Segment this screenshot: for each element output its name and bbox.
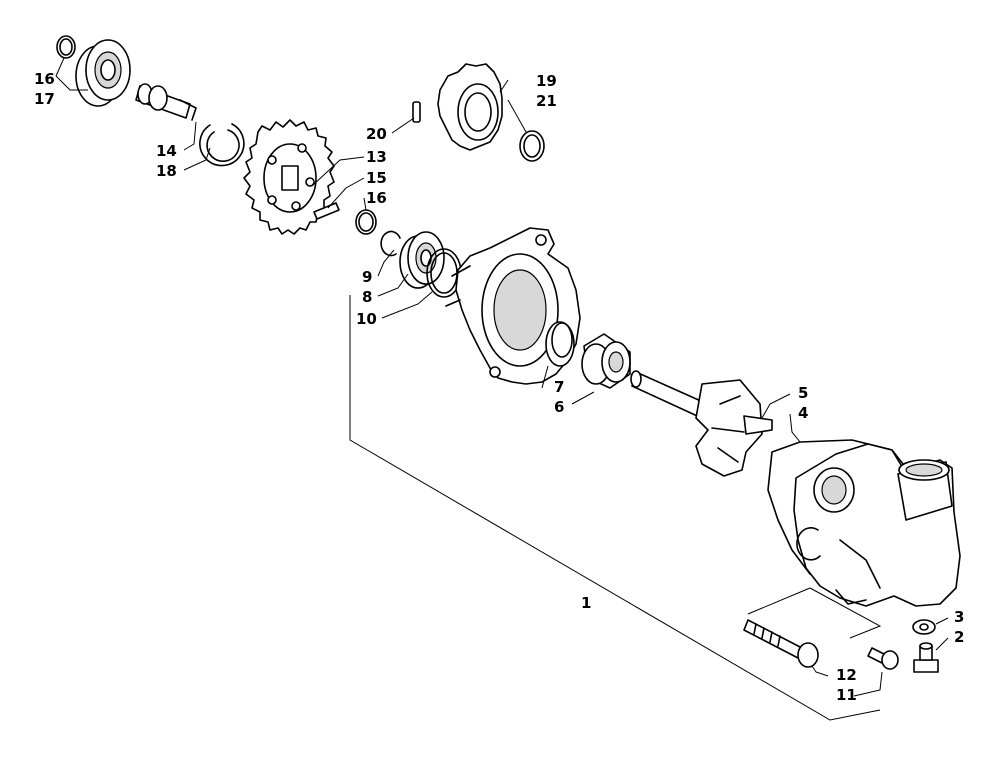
callout-15: 15	[366, 169, 387, 187]
seal-ring-part	[545, 321, 575, 367]
short-bolt-part	[867, 647, 899, 670]
circlip-part	[355, 209, 377, 235]
callout-4: 4	[798, 404, 808, 422]
callout-8: 8	[362, 288, 372, 306]
callout-13: 13	[366, 148, 387, 166]
callout-labels: 16 17 14 18 20 13 15 16 19 21 9 8 10 7 6…	[34, 70, 964, 704]
small-gear-part	[437, 63, 503, 151]
callout-21: 21	[536, 92, 557, 110]
mechanical-seal-part	[581, 333, 631, 389]
callout-11: 11	[836, 686, 857, 704]
callout-19: 19	[536, 72, 557, 90]
circlip-part	[56, 35, 76, 59]
callout-1: 1	[581, 594, 591, 612]
circlip-part	[519, 130, 545, 162]
impeller-shaft-part	[630, 370, 713, 421]
long-bolt-part	[743, 619, 819, 668]
callout-12: 12	[836, 666, 857, 684]
shaft-part	[135, 83, 197, 121]
callout-6: 6	[554, 398, 564, 416]
callout-2: 2	[954, 628, 964, 646]
assembly-bracket	[349, 295, 881, 721]
callout-7: 7	[554, 378, 564, 396]
callout-5: 5	[798, 384, 808, 402]
callout-17: 17	[34, 90, 55, 108]
pin-part	[313, 202, 340, 220]
dowel-pin-part	[412, 101, 421, 123]
callout-10: 10	[356, 310, 377, 328]
bearing-part	[399, 231, 445, 289]
callout-20: 20	[366, 125, 387, 143]
washer-part	[912, 619, 936, 635]
callout-9: 9	[362, 268, 372, 286]
snap-ring-part	[199, 123, 245, 167]
callout-3: 3	[954, 608, 964, 626]
callout-16: 16	[34, 70, 55, 88]
leader-lines	[55, 57, 949, 697]
callout-16-middle: 16	[366, 189, 387, 207]
impeller-part	[695, 379, 773, 477]
pump-body-part	[793, 443, 961, 607]
callout-18: 18	[156, 162, 177, 180]
bearing-part	[75, 39, 131, 107]
drain-bolt-part	[913, 642, 939, 673]
callout-14: 14	[156, 142, 177, 160]
large-gear-part	[243, 119, 335, 235]
e-clip-part	[380, 230, 401, 257]
bolt-group-bracket	[747, 587, 882, 639]
